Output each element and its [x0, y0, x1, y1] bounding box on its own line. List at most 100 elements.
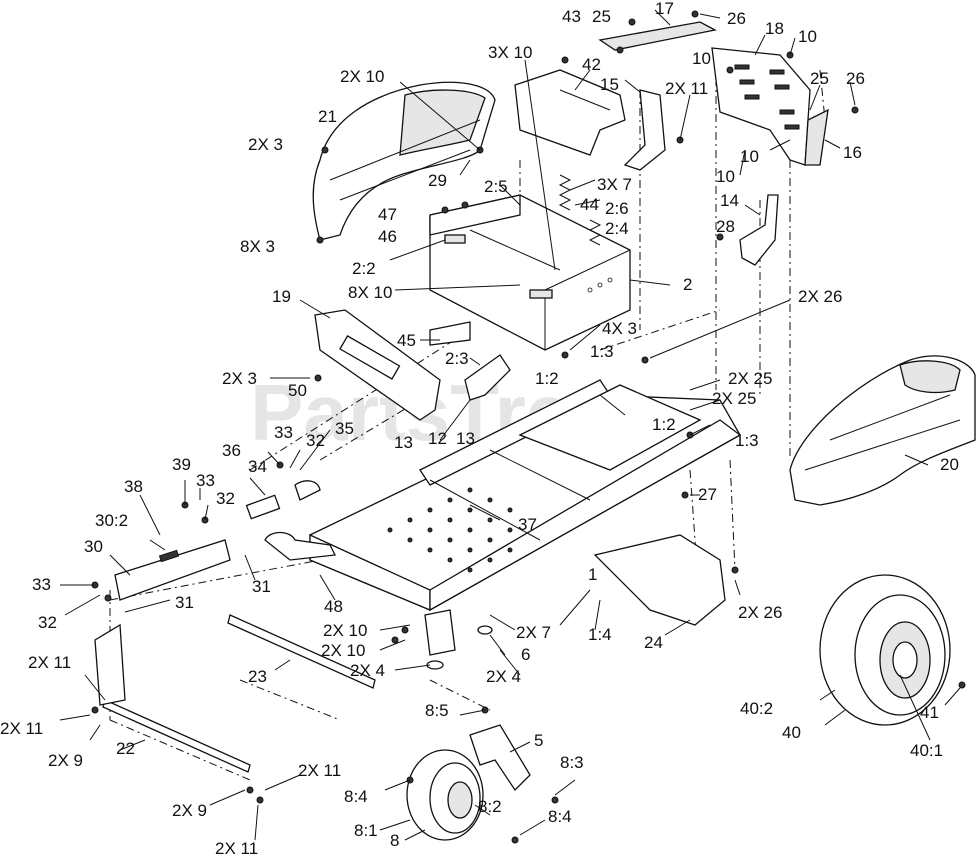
bracket-part-12: [464, 354, 511, 401]
callout-2-4: 2:4: [605, 219, 629, 238]
callout-16: 16: [843, 143, 862, 162]
callout-40-1: 40:1: [910, 741, 943, 760]
callout-6: 6: [521, 645, 530, 664]
callout-3x10: 3X 10: [488, 43, 532, 62]
linkage-parts-34-36: [245, 480, 336, 561]
bracket-part-24: [593, 534, 726, 626]
callout-32a: 32: [306, 431, 325, 450]
callout-40: 40: [782, 723, 801, 742]
callout-18: 18: [765, 19, 784, 38]
callout-36: 36: [222, 441, 241, 460]
callout-2-6: 2:6: [605, 199, 629, 218]
bracket-part-15: [623, 89, 666, 171]
plate-part-17: [598, 21, 717, 51]
callout-26a: 26: [727, 9, 746, 28]
callout-8-2: 8:2: [478, 797, 502, 816]
callout-30-2: 30:2: [95, 511, 128, 530]
bracket-part-45: [429, 321, 471, 346]
callout-32b: 32: [216, 489, 235, 508]
callout-1-3b: 1:3: [735, 431, 759, 450]
springs-part-44: [558, 174, 602, 246]
callout-2x11c: 2X 11: [0, 719, 43, 738]
callout-8-4b: 8:4: [548, 807, 572, 826]
seat-frame-part-2: [429, 194, 631, 351]
callout-26b: 26: [846, 69, 865, 88]
callout-8-4a: 8:4: [344, 787, 368, 806]
callout-30: 30: [84, 537, 103, 556]
callout-33c: 33: [32, 575, 51, 594]
callout-2x9b: 2X 9: [172, 801, 207, 820]
callout-32c: 32: [38, 613, 57, 632]
callout-20: 20: [940, 455, 959, 474]
callout-10d: 10: [716, 167, 735, 186]
callout-19: 19: [272, 287, 291, 306]
callout-14: 14: [720, 191, 739, 210]
callout-13b: 13: [456, 429, 475, 448]
callout-5: 5: [534, 731, 543, 750]
callout-44: 44: [580, 195, 599, 214]
callout-8x10: 8X 10: [348, 283, 392, 302]
callout-2x11e: 2X 11: [215, 839, 258, 858]
callout-2x4a: 2X 4: [350, 661, 385, 680]
callout-2x10b: 2X 10: [323, 621, 367, 640]
rods-parts-22-23: [94, 614, 376, 773]
callout-8: 8: [390, 831, 399, 850]
callout-45: 45: [397, 331, 416, 350]
callout-48: 48: [324, 597, 343, 616]
callout-10c: 10: [740, 147, 759, 166]
callout-42: 42: [582, 55, 601, 74]
callout-40-2: 40:2: [740, 699, 773, 718]
deck-holes: [387, 487, 513, 573]
right-fender-part-20: [789, 355, 976, 506]
callout-15: 15: [600, 75, 619, 94]
callout-2x3b: 2X 3: [222, 369, 257, 388]
callout-50: 50: [288, 381, 307, 400]
callout-1: 1: [588, 565, 597, 584]
callout-2x11d: 2X 11: [298, 761, 341, 780]
callout-24: 24: [644, 633, 663, 652]
rear-tire-part-40: [819, 574, 951, 726]
callout-33b: 33: [196, 471, 215, 490]
callout-38: 38: [124, 477, 143, 496]
callout-1-2b: 1:2: [652, 415, 676, 434]
callout-21: 21: [318, 107, 337, 126]
callout-2x25a: 2X 25: [728, 369, 772, 388]
callout-1-4: 1:4: [588, 625, 612, 644]
callout-31a: 31: [252, 577, 271, 596]
callout-2: 2: [683, 275, 692, 294]
callout-29: 29: [428, 171, 447, 190]
callout-labels: 17 25 43 26 18 10 3X 10 42 10 2X 10 15 2…: [0, 0, 959, 858]
callout-2x26a: 2X 26: [798, 287, 842, 306]
callout-2x4b: 2X 4: [486, 667, 521, 686]
callout-28: 28: [716, 217, 735, 236]
callout-43: 43: [562, 7, 581, 26]
callout-2x11a: 2X 11: [665, 79, 708, 98]
callout-2x10a: 2X 10: [340, 67, 384, 86]
left-fender-part-21: [312, 81, 496, 241]
callout-12: 12: [428, 429, 447, 448]
callout-46: 46: [378, 227, 397, 246]
callout-leaders: [59, 9, 961, 841]
callout-8x3: 8X 3: [240, 237, 275, 256]
rear-panel-part-18: [711, 47, 811, 166]
callout-39: 39: [172, 455, 191, 474]
callout-37: 37: [518, 515, 537, 534]
hardware-fasteners: [91, 10, 966, 844]
callout-34: 34: [248, 457, 267, 476]
rear-cover-part-42: [514, 69, 626, 156]
callout-41: 41: [920, 703, 939, 722]
strip-part-16: [804, 108, 829, 166]
front-panel-part-19: [314, 309, 441, 421]
caster-fork-part-5: [469, 724, 531, 792]
callout-3x7: 3X 7: [597, 175, 632, 194]
callout-8-3: 8:3: [560, 753, 584, 772]
callout-31b: 31: [175, 593, 194, 612]
bracket-part-14: [739, 194, 779, 266]
caster-mounts: [424, 609, 493, 670]
callout-8-1: 8:1: [354, 821, 378, 840]
callout-17: 17: [655, 0, 674, 18]
callout-47: 47: [378, 205, 397, 224]
callout-2-5: 2:5: [484, 177, 508, 196]
